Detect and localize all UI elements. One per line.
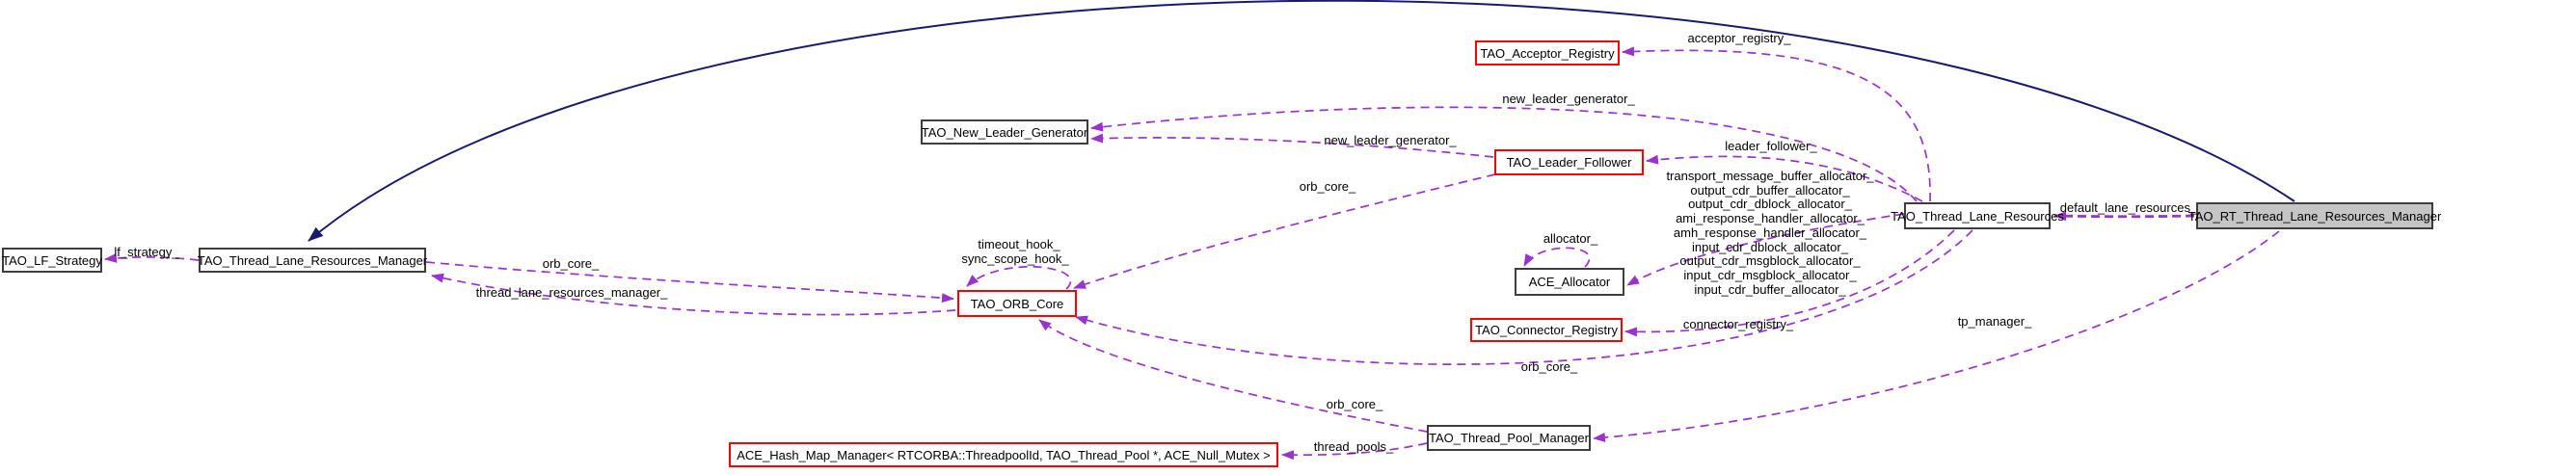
edge-leader-follower [1646,154,1923,202]
edge-label-sync-scope-hook: sync_scope_hook_ [961,251,1069,266]
edge-label-allocators: transport_message_buffer_allocator_ outp… [1666,169,1874,297]
edge-orb-core-self-loop [966,266,1072,290]
edge-label-tp-manager: tp_manager_ [1957,314,2032,329]
edge-label-allocator-line: output_cdr_msgblock_allocator_ [1679,253,1861,269]
edge-label-orb-core-from-leader-follower: orb_core_ [1299,179,1356,194]
edge-label-orb-core-from-resources: orb_core_ [1520,359,1578,374]
node-tao-leader-follower[interactable]: TAO_Leader_Follower [1494,149,1644,175]
edge-label-allocator-self: allocator_ [1543,231,1598,246]
edge-default-lane-resources [2053,211,2195,222]
node-tao-lf-strategy[interactable]: TAO_LF_Strategy [2,248,102,273]
edge-label-lf-strategy: lf_strategy_ [114,245,179,259]
edge-acceptor-registry [1622,46,1931,202]
node-tao-rt-thread-lane-resources-manager: TAO_RT_Thread_Lane_Resources_Manager [2188,202,2441,229]
edge-label-timeout-hook: timeout_hook_ [978,237,1060,251]
edge-label-allocator-line: transport_message_buffer_allocator_ [1666,169,1874,183]
edge-allocator-self-loop [1523,247,1591,268]
edge-label-allocator-line: output_cdr_dblock_allocator_ [1688,197,1852,212]
edge-label-allocator-line: input_cdr_dblock_allocator_ [1692,239,1848,254]
edge-label-new-leader-generator-from-leader-follower: new_leader_generator_ [1324,133,1457,147]
node-tao-connector-registry[interactable]: TAO_Connector_Registry [1470,318,1623,342]
edge-label-allocator-line: input_cdr_buffer_allocator_ [1694,281,1846,297]
edge-orb-core-from-resources [1075,229,1973,365]
edge-label-acceptor-registry: acceptor_registry_ [1687,31,1791,45]
node-ace-hash-map-manager[interactable]: ACE_Hash_Map_Manager< RTCORBA::Threadpoo… [729,442,1278,467]
edge-lf-strategy [104,252,200,263]
edge-orb-core-from-thread-pool-manager [1038,319,1428,433]
edge-label-allocator-line: amh_response_handler_allocator_ [1673,224,1867,240]
edge-connector-registry [1624,229,1955,337]
edge-label-default-lane-resources: default_lane_resources_ [2059,200,2198,215]
edge-label-allocator-line: input_cdr_msgblock_allocator_ [1683,267,1857,282]
edge-label-allocator-line: ami_response_handler_allocator_ [1676,211,1865,226]
edge-orb-core-from-manager [425,261,954,303]
edge-label-allocator-line: output_cdr_buffer_allocator_ [1690,182,1850,198]
edge-inheritance-rt-manager-to-manager [308,0,2295,242]
node-tao-thread-lane-resources-manager[interactable]: TAO_Thread_Lane_Resources_Manager [198,248,427,273]
edge-label-leader-follower: leader_follower_ [1725,139,1817,153]
edge-label-new-leader-generator-from-resources: new_leader_generator_ [1502,92,1635,106]
edge-label-thread-lane-resources-manager: thread_lane_resources_manager_ [475,285,668,300]
node-ace-allocator[interactable]: ACE_Allocator [1515,268,1624,296]
node-tao-thread-lane-resources[interactable]: TAO_Thread_Lane_Resources [1891,202,2064,229]
node-tao-new-leader-generator[interactable]: TAO_New_Leader_Generator [921,119,1088,145]
node-tao-orb-core[interactable]: TAO_ORB_Core [957,290,1077,317]
edge-orb-core-from-leader-follower [1073,173,1496,289]
node-tao-acceptor-registry[interactable]: TAO_Acceptor_Registry [1475,40,1620,66]
edge-label-thread-pools: thread_pools_ [1313,439,1394,454]
edge-thread-lane-resources-manager [431,273,956,316]
edge-thread-pools [1281,442,1428,461]
edge-label-orb-core-from-manager: orb_core_ [542,256,600,271]
edge-label-orb-core-from-thread-pool-manager: orb_core_ [1326,397,1383,411]
edge-label-connector-registry: connector_registry_ [1682,317,1794,331]
node-tao-thread-pool-manager[interactable]: TAO_Thread_Pool_Manager [1427,425,1591,451]
